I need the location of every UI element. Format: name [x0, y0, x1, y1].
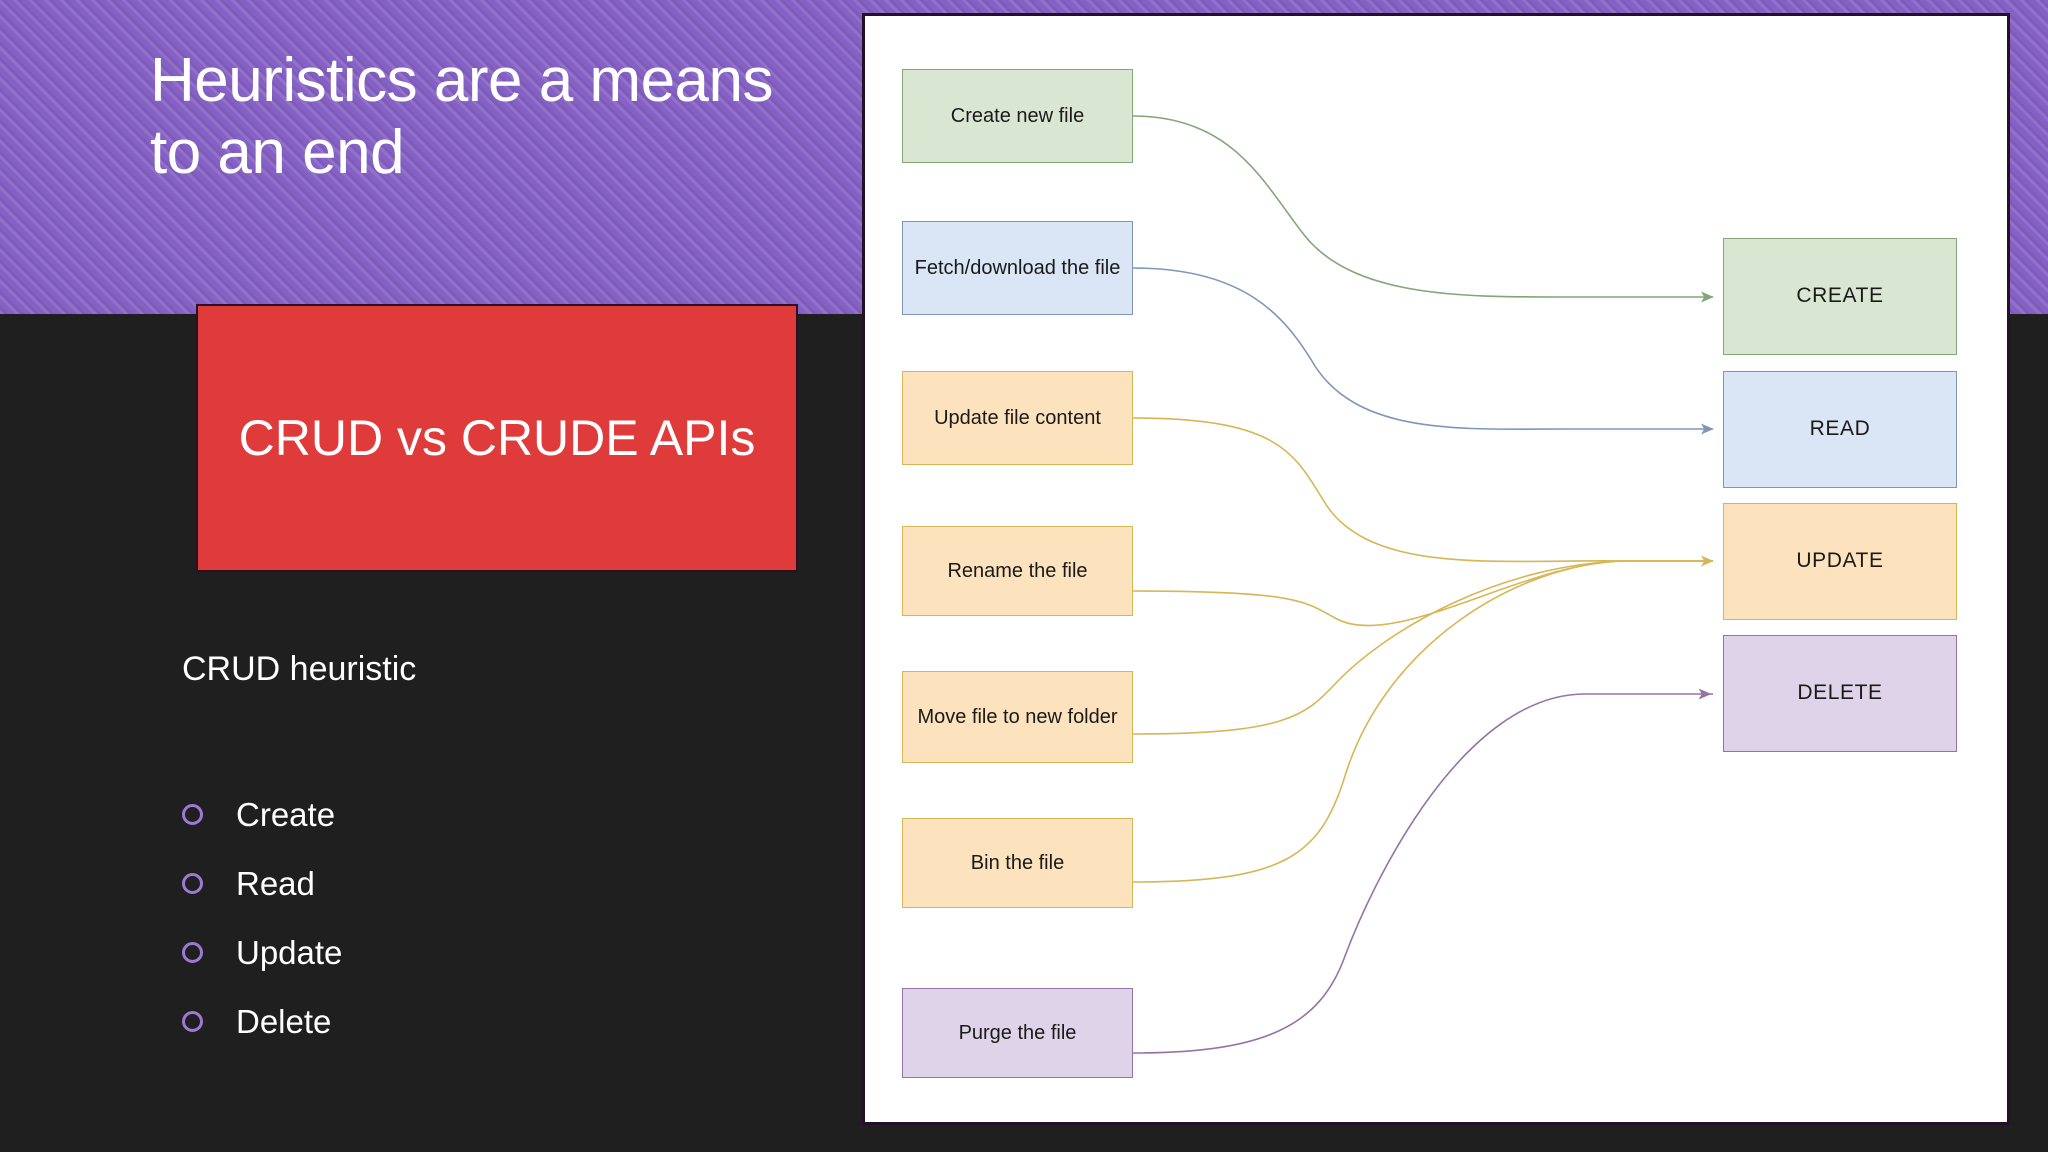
- diagram-connectors: [1132, 115, 1714, 1054]
- diagram-node-read[interactable]: READ: [1723, 371, 1957, 488]
- diagram-node-move-file[interactable]: Move file to new folder: [902, 671, 1133, 763]
- diagram-node-delete[interactable]: DELETE: [1723, 635, 1957, 752]
- edge-update-bin: [1132, 555, 1714, 883]
- edge-update-content: [1132, 417, 1713, 563]
- list-item: Delete: [182, 987, 342, 1056]
- callout-box: CRUD vs CRUDE APIs: [196, 304, 798, 572]
- diagram-node-rename-file[interactable]: Rename the file: [902, 526, 1133, 616]
- diagram-panel: Create new file Fetch/download the file …: [862, 13, 2010, 1125]
- diagram-node-purge-file[interactable]: Purge the file: [902, 988, 1133, 1078]
- ring-bullet-icon: [182, 942, 203, 963]
- list-item-label: Create: [236, 795, 336, 833]
- edge-read: [1132, 267, 1714, 435]
- callout-text: CRUD vs CRUDE APIs: [238, 409, 756, 466]
- diagram-node-create-new-file[interactable]: Create new file: [902, 69, 1133, 163]
- edge-create: [1132, 115, 1714, 303]
- ring-bullet-icon: [182, 804, 203, 825]
- diagram-node-update[interactable]: UPDATE: [1723, 503, 1957, 620]
- list-item: Create: [182, 780, 342, 849]
- ring-bullet-icon: [182, 873, 203, 894]
- list-item: Read: [182, 849, 342, 918]
- diagram-node-create[interactable]: CREATE: [1723, 238, 1957, 355]
- ring-bullet-icon: [182, 1011, 203, 1032]
- section-heading: CRUD heuristic: [182, 650, 417, 688]
- edge-delete: [1132, 688, 1713, 1054]
- crud-bullet-list: Create Read Update Delete: [182, 780, 342, 1056]
- list-item-label: Delete: [236, 1002, 332, 1040]
- edge-update-rename: [1132, 560, 1713, 627]
- diagram-node-bin-file[interactable]: Bin the file: [902, 818, 1133, 908]
- list-item-label: Update: [236, 933, 343, 971]
- list-item-label: Read: [236, 864, 315, 902]
- diagram-node-update-content[interactable]: Update file content: [902, 371, 1133, 465]
- page-title: Heuristics are a means to an end: [150, 46, 774, 187]
- edge-update-move: [1132, 560, 1713, 735]
- diagram-node-fetch-download[interactable]: Fetch/download the file: [902, 221, 1133, 315]
- list-item: Update: [182, 918, 342, 987]
